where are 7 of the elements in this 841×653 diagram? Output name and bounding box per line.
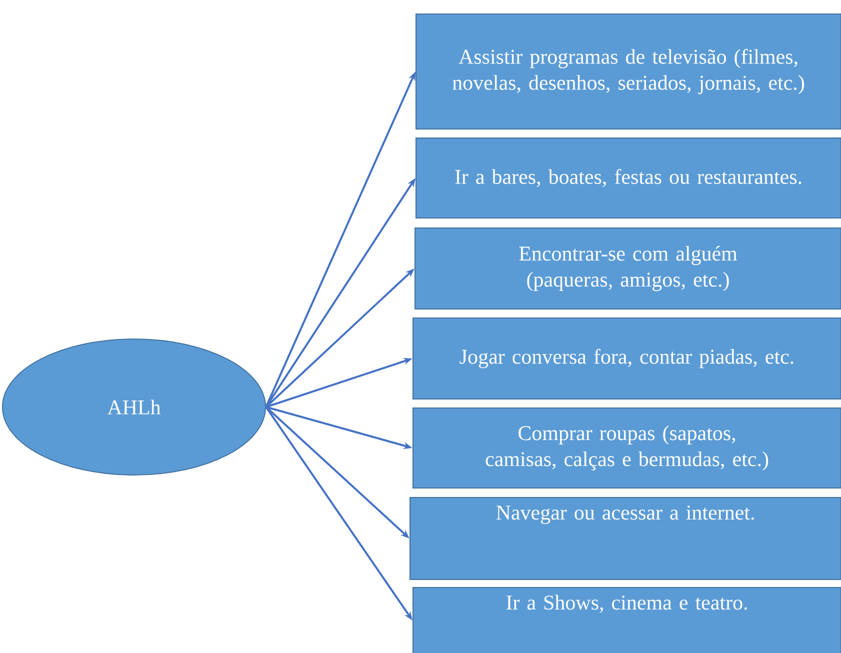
activity-box: Encontrar-se com alguém (paqueras, amigos, etc.) [414,228,841,310]
activity-box: Ir a Shows, cinema e teatro. [412,587,841,653]
activity-box: Comprar roupas (sapatos, camisas, calças e bermudas, etc.) [412,408,841,488]
activity-box: Jogar conversa fora, contar piadas, etc. [412,318,841,400]
activity-box: Assistir programas de televisão (filmes, novelas, desenhos, seriados, jornais, etc.) [416,14,841,130]
activity-box: Navegar ou acessar a internet. [410,497,841,580]
activity-box: Ir a bares, boates, festas ou restaurantes. [416,138,841,218]
